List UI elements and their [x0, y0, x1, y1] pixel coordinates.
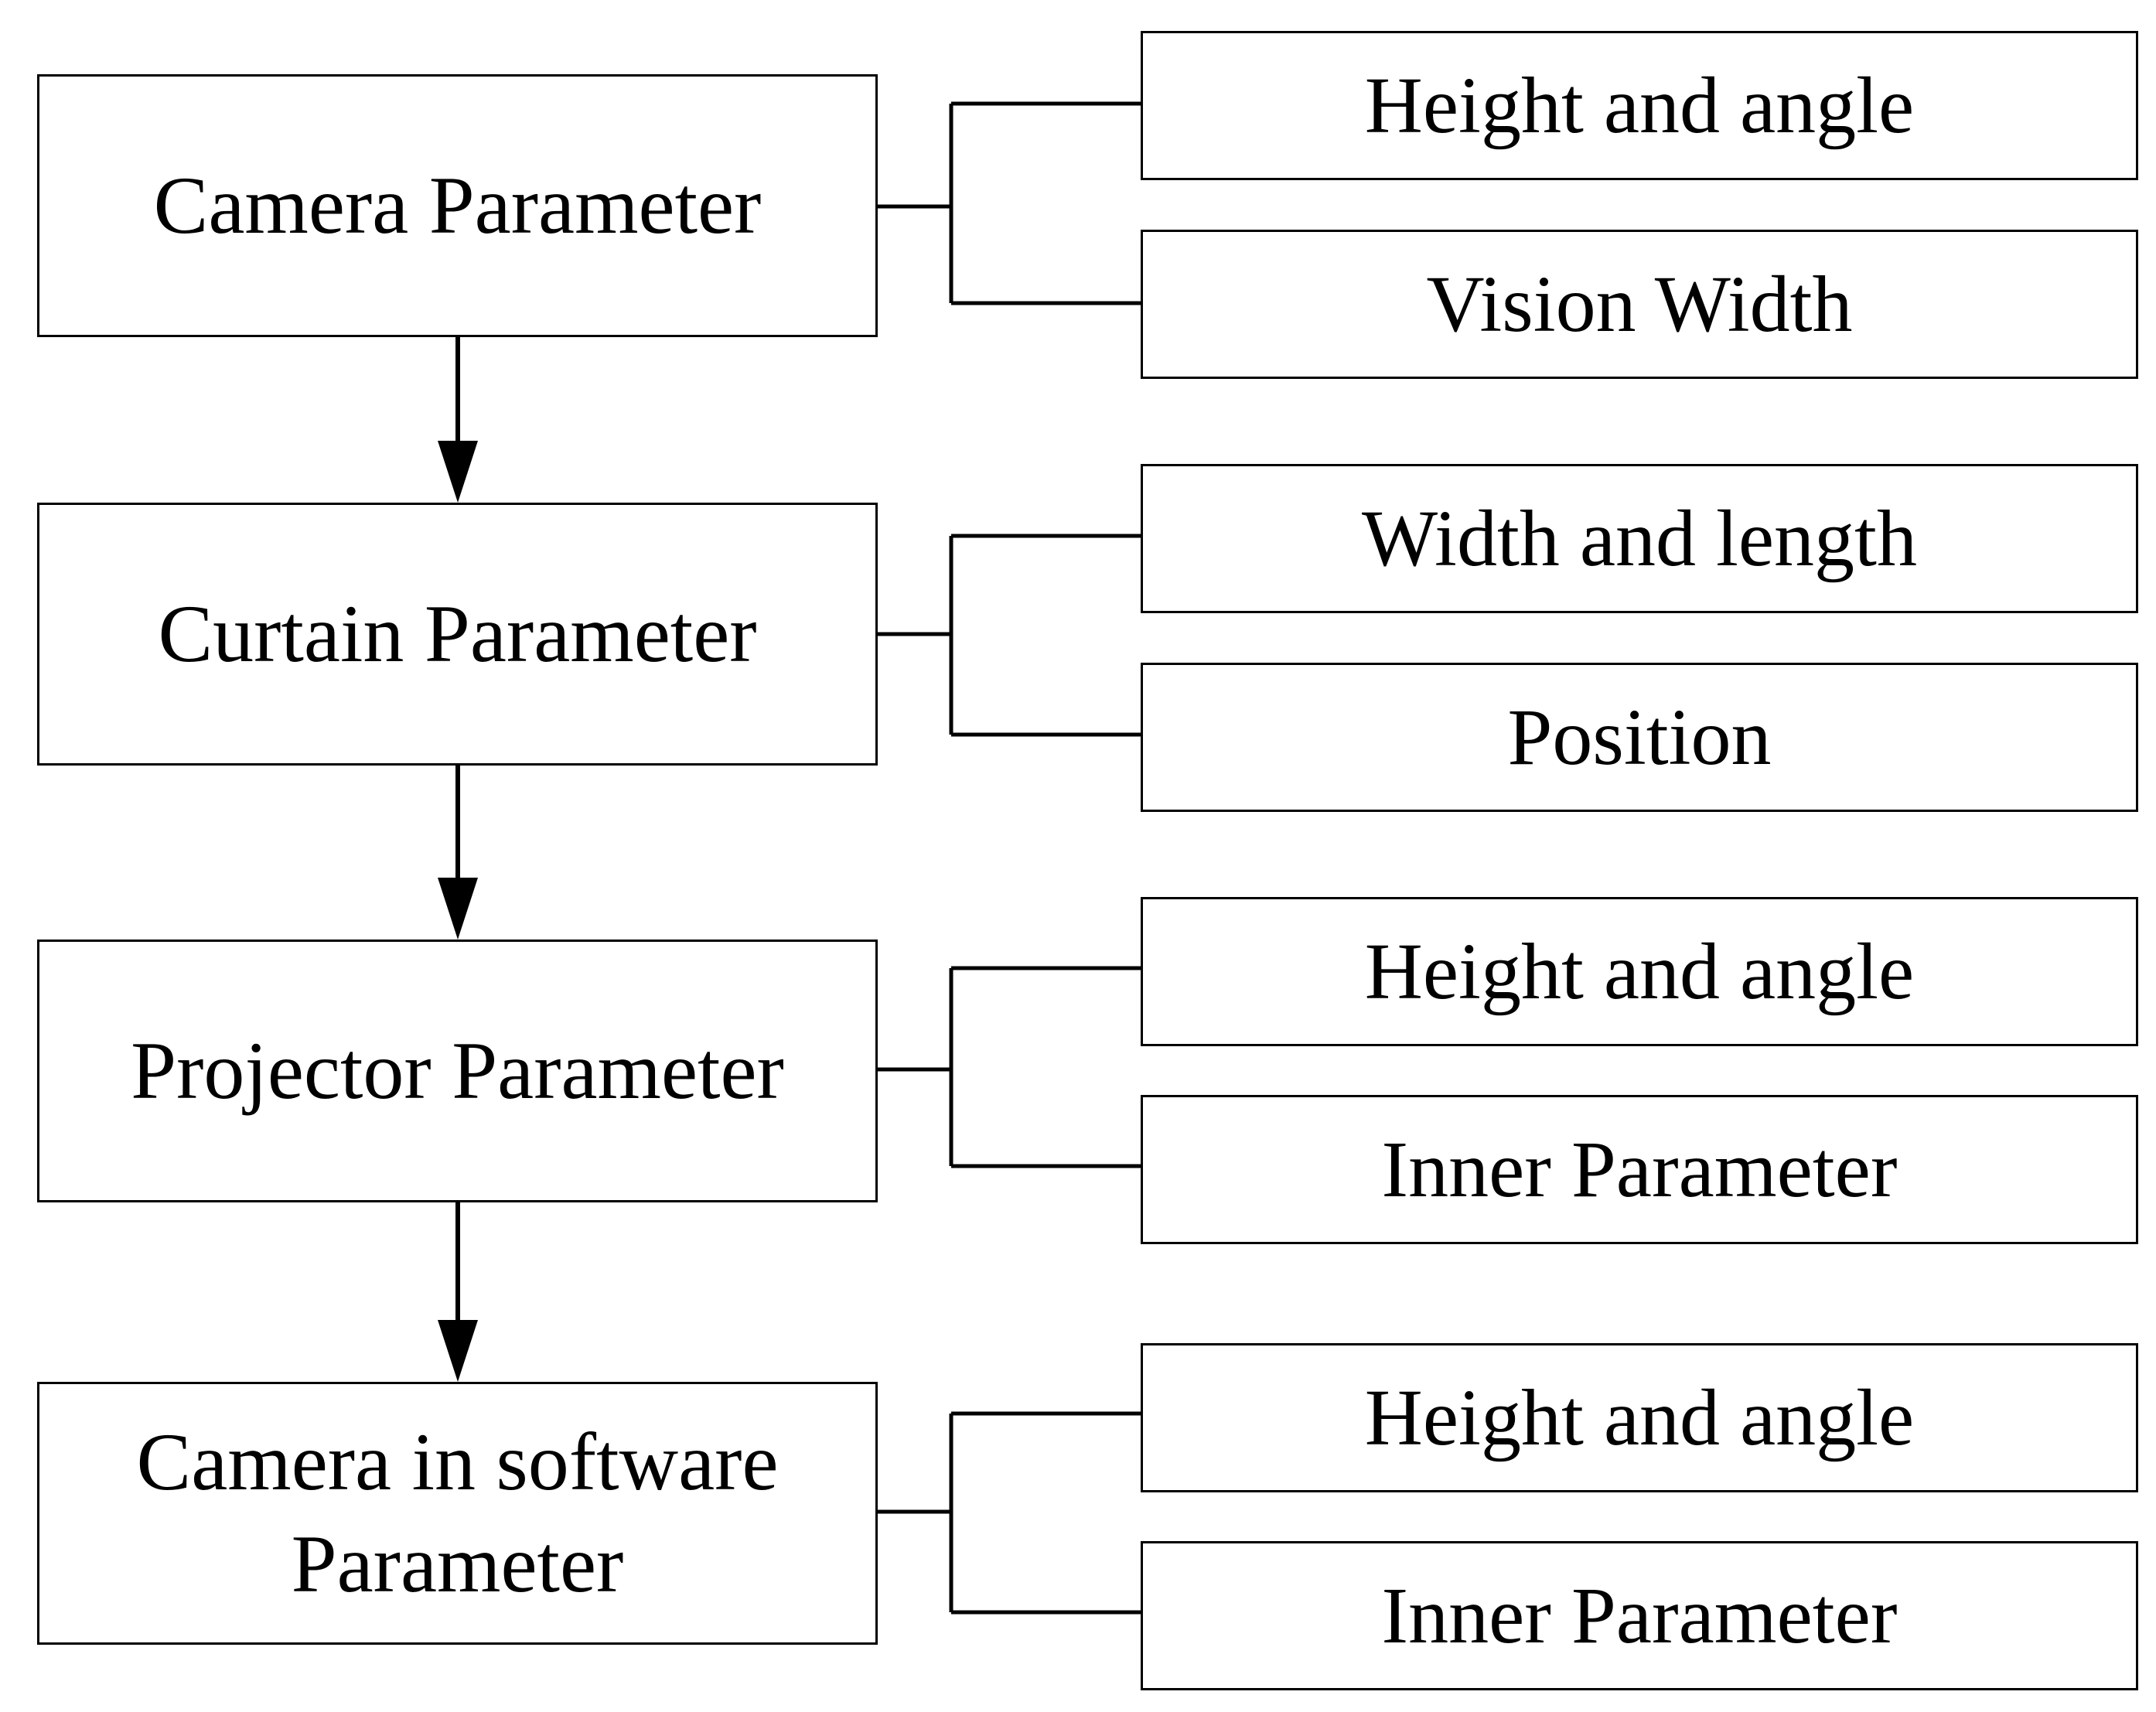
- camera-vision-width-box: Vision Width: [1141, 230, 2138, 379]
- arrow-curtain-to-projector: [438, 764, 478, 940]
- curtain-width-length-box: Width and length: [1141, 464, 2138, 613]
- arrow-projector-to-software-camera: [438, 1201, 478, 1382]
- bracket-projector-parameter: [878, 966, 1141, 1168]
- software-camera-height-angle-box: Height and angle: [1141, 1343, 2138, 1492]
- arrow-camera-to-curtain: [438, 336, 478, 503]
- detail-label: Height and angle: [1364, 926, 1915, 1016]
- detail-label: Vision Width: [1426, 259, 1853, 349]
- curtain-parameter-label: Curtain Parameter: [158, 588, 757, 679]
- bracket-camera-parameter: [878, 101, 1141, 305]
- projector-inner-parameter-box: Inner Parameter: [1141, 1095, 2138, 1244]
- software-camera-inner-parameter-box: Inner Parameter: [1141, 1541, 2138, 1690]
- camera-in-software-label-line1: Camera in software: [136, 1416, 779, 1507]
- camera-in-software-label-line2: Parameter: [291, 1519, 624, 1609]
- detail-label: Height and angle: [1364, 1373, 1915, 1462]
- detail-label: Height and angle: [1364, 60, 1915, 150]
- projector-height-angle-box: Height and angle: [1141, 897, 2138, 1046]
- curtain-position-box: Position: [1141, 663, 2138, 812]
- detail-label: Position: [1507, 692, 1772, 782]
- detail-label: Inner Parameter: [1381, 1124, 1898, 1214]
- camera-parameter-label: Camera Parameter: [153, 159, 762, 251]
- camera-in-software-parameter-box: Camera in software Parameter: [37, 1382, 878, 1645]
- detail-label: Inner Parameter: [1381, 1570, 1898, 1660]
- camera-height-angle-box: Height and angle: [1141, 31, 2138, 180]
- projector-parameter-box: Projector Parameter: [37, 940, 878, 1202]
- curtain-parameter-box: Curtain Parameter: [37, 503, 878, 766]
- projector-parameter-label: Projector Parameter: [131, 1025, 784, 1116]
- detail-label: Width and length: [1362, 493, 1917, 583]
- camera-parameter-box: Camera Parameter: [37, 74, 878, 337]
- bracket-curtain-parameter: [878, 534, 1141, 737]
- bracket-camera-in-software-parameter: [878, 1411, 1141, 1615]
